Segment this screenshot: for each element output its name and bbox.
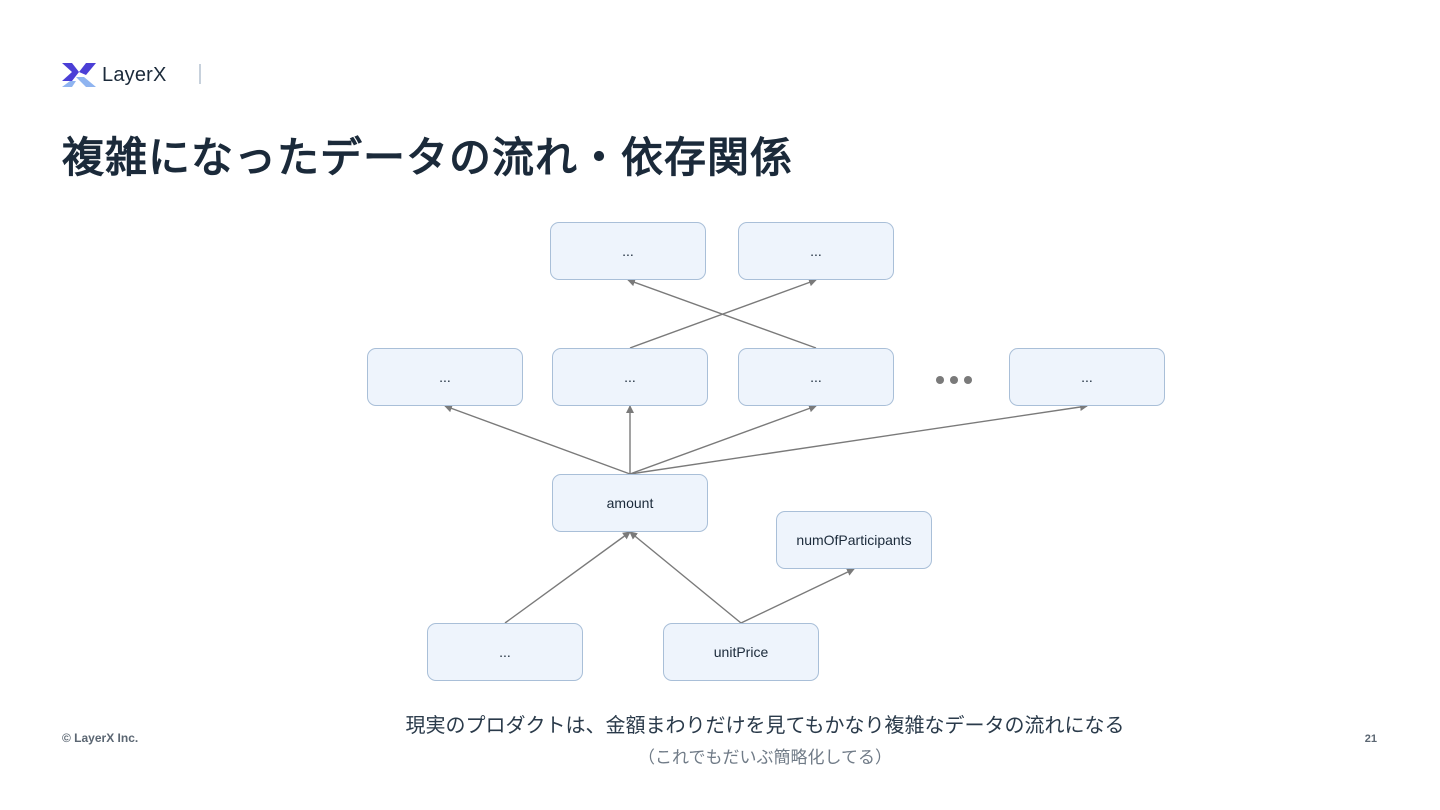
page-title: 複雑になったデータの流れ・依存関係 xyxy=(62,133,794,182)
edge-amount-to-mid-3 xyxy=(629,404,817,475)
more-nodes-ellipsis-icon xyxy=(936,376,972,384)
edge-mid-3-to-top-left xyxy=(627,278,817,349)
diagram-node: ... xyxy=(427,623,583,681)
brand-name: LayerX xyxy=(102,63,167,86)
page-number: 21 xyxy=(1364,733,1377,745)
edge-amount-to-mid-4 xyxy=(629,403,1088,475)
layerx-logo-icon xyxy=(62,63,96,87)
copyright-notice: © LayerX Inc. xyxy=(62,731,139,745)
header-divider xyxy=(199,64,201,84)
diagram-node: ... xyxy=(550,222,706,280)
diagram-node: ... xyxy=(367,348,523,406)
diagram-node-num-of-participants: numOfParticipants xyxy=(776,511,932,569)
brand-logo: LayerX xyxy=(62,60,167,90)
edge-unit-price-to-amount xyxy=(629,531,742,624)
edge-bottom-left-to-amount xyxy=(504,531,631,624)
diagram-node-unit-price: unitPrice xyxy=(663,623,819,681)
edge-amount-to-mid-1 xyxy=(444,404,631,475)
diagram-node: ... xyxy=(738,222,894,280)
diagram-node: ... xyxy=(738,348,894,406)
diagram-caption: 現実のプロダクトは、金額まわりだけを見てもかなり複雑なデータの流れになる xyxy=(405,713,1125,737)
diagram-subcaption: （これでもだいぶ簡略化してる） xyxy=(638,748,892,768)
diagram-node: ... xyxy=(1009,348,1165,406)
diagram-node-amount: amount xyxy=(552,474,708,532)
edge-unit-price-to-num-of-participants xyxy=(740,568,855,624)
diagram-node: ... xyxy=(552,348,708,406)
